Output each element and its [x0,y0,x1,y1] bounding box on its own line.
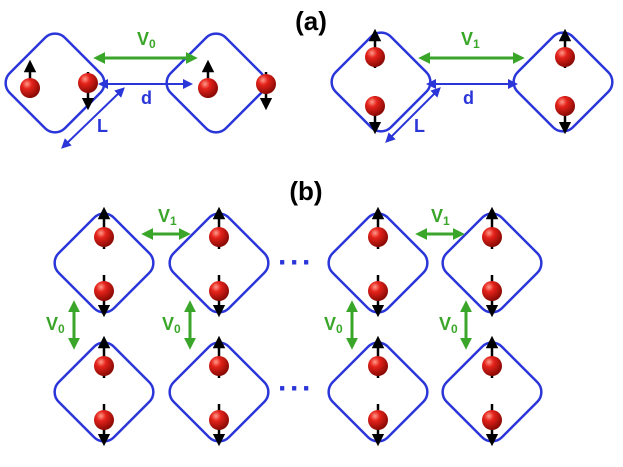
particle-spin-up [198,78,218,98]
plaquette-b-r1-c1 [53,212,155,314]
particle-spin-up [482,356,502,376]
plaquette-b-r1-c3 [327,212,429,314]
distance-label-d: d [141,88,152,108]
length-arrow-L [61,87,125,149]
particle-spin-down [482,281,502,301]
particle-group-a2 [198,59,276,111]
particle-spin-up [209,227,229,247]
particle-spin-up [368,356,388,376]
panel-b-label: (b) [289,176,322,206]
coupling-label-v0: V0 [137,29,156,51]
coupling-label-v1: V1 [461,29,480,51]
lattice [53,206,543,447]
coupling-label-v1-b1: V1 [158,206,177,228]
coupling-label-v0-b3: V0 [324,314,343,336]
ellipsis-top: ··· [278,246,314,279]
ellipsis-bottom: ··· [278,372,314,405]
particle-spin-down [368,410,388,430]
coupling-label-v0-b2: V0 [162,314,181,336]
particle-spin-up [555,47,575,67]
particle-spin-down [365,96,385,116]
particle-spin-down [78,73,98,93]
particle-spin-up [209,356,229,376]
coupling-label-v0-b1: V0 [46,314,65,336]
particle-spin-up [365,47,385,67]
particle-spin-up [94,356,114,376]
particle-spin-down [256,74,276,94]
plaquette-b-r1-c2 [168,212,270,314]
particle-spin-down [482,410,502,430]
particle-spin-up [20,78,40,98]
particle-group-a4 [555,28,575,135]
particle-spin-down [94,410,114,430]
plaquette-b-r2-c2 [168,341,270,443]
particle-group-a1 [20,59,98,111]
particle-spin-down [209,410,229,430]
length-label-L: L [97,116,108,136]
plaquette-b-r2-c4 [441,341,543,443]
plaquette-b-r2-c1 [53,341,155,443]
coupling-label-v1-b2: V1 [431,206,450,228]
plaquette-a4 [512,31,614,133]
particle-spin-up [368,227,388,247]
particle-spin-down [94,281,114,301]
length-label-L-2: L [414,116,425,136]
particle-spin-down [368,281,388,301]
particle-group-a3 [365,28,385,135]
particle-spin-up [482,227,502,247]
length-arrow-L-2 [385,87,441,143]
distance-label-d-2: d [463,88,474,108]
plaquette-b-r2-c3 [327,341,429,443]
coupling-label-v0-b4: V0 [439,314,458,336]
particle-spin-down [555,96,575,116]
particle-spin-down [209,281,229,301]
panel-a-label: (a) [295,6,327,36]
particle-spin-up [94,227,114,247]
